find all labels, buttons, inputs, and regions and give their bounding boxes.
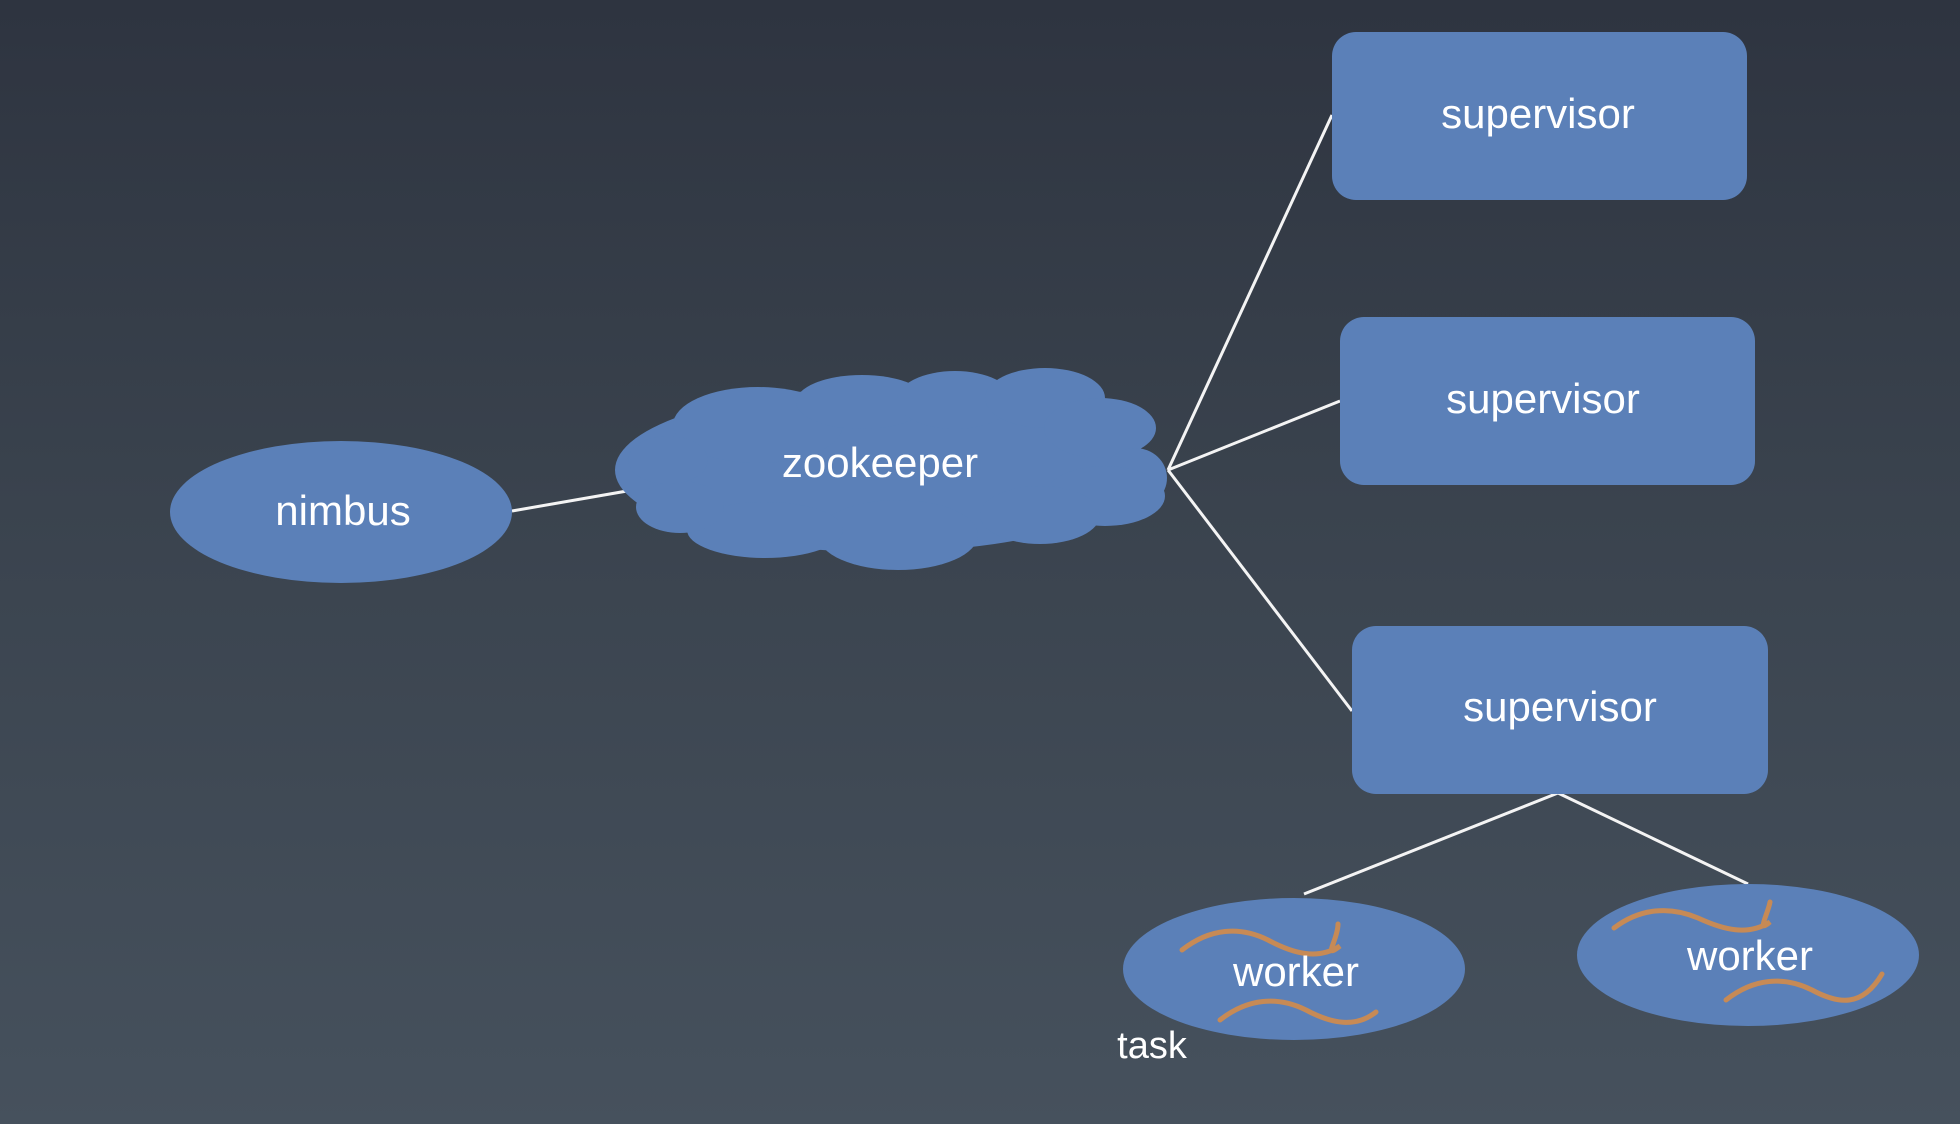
- supervisor-node-1[interactable]: supervisor: [1332, 32, 1747, 200]
- connector-zookeeper-supervisor-2: [1167, 399, 1341, 472]
- supervisor-2-box: [1340, 317, 1755, 485]
- connector-zookeeper-supervisor-3: [1166, 469, 1354, 712]
- zookeeper-label: zookeeper: [782, 439, 978, 486]
- connector-supervisor-worker-1: [1303, 791, 1559, 896]
- nimbus-label: nimbus: [275, 487, 410, 534]
- connectors: [511, 114, 1749, 896]
- supervisor-2-label: supervisor: [1446, 375, 1640, 422]
- connector-zookeeper-supervisor-1: [1166, 114, 1334, 471]
- nimbus-ellipse: [170, 441, 512, 583]
- supervisor-node-2[interactable]: supervisor: [1340, 317, 1755, 485]
- supervisor-3-box: [1352, 626, 1768, 794]
- connector-supervisor-worker-2: [1557, 791, 1749, 886]
- nimbus-node[interactable]: nimbus: [170, 441, 512, 583]
- worker-1-task-line-1: [1179, 921, 1342, 957]
- supervisor-3-label: supervisor: [1463, 683, 1657, 730]
- worker-node-1[interactable]: worker: [1123, 898, 1465, 1040]
- supervisor-1-box: [1332, 32, 1747, 200]
- supervisor-1-label: supervisor: [1441, 90, 1635, 137]
- supervisor-node-3[interactable]: supervisor: [1352, 626, 1768, 794]
- worker-2-task-line-2: [1723, 971, 1885, 1003]
- zookeeper-cloud-shape: [615, 368, 1167, 570]
- worker-2-label: worker: [1686, 932, 1813, 979]
- worker-node-2[interactable]: worker: [1577, 884, 1919, 1026]
- task-annotation-label: task: [1117, 1025, 1188, 1067]
- worker-1-label: worker: [1232, 948, 1359, 995]
- worker-2-task-line-1: [1611, 899, 1773, 933]
- zookeeper-node[interactable]: zookeeper: [615, 368, 1167, 570]
- worker-1-task-line-2: [1217, 998, 1379, 1025]
- worker-2-ellipse: [1577, 884, 1919, 1026]
